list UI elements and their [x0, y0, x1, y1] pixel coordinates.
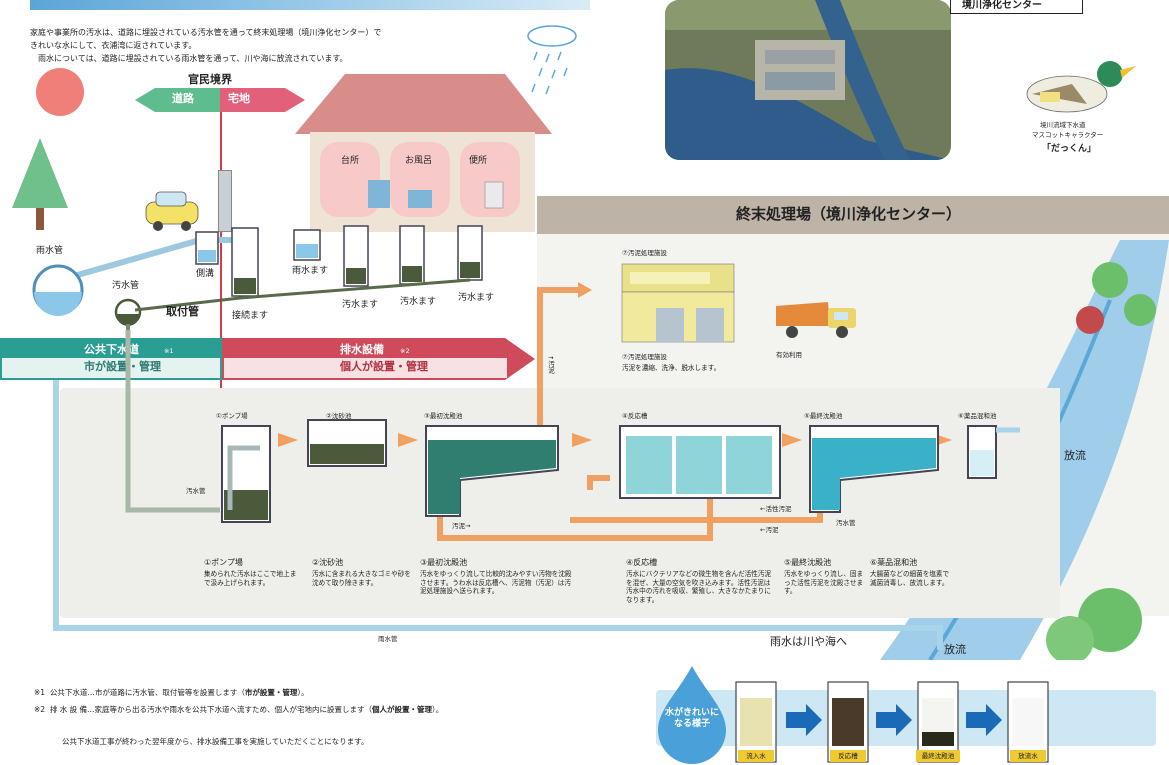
discharge-label-1: 放流 [1064, 449, 1086, 462]
intro-line-1: 家庭や事業所の汚水は、道路に埋設されている汚水管を通って終末処理場（境川浄化セン… [30, 28, 382, 37]
connection-pipe-label: 取付管 [166, 305, 199, 318]
step-title-chem: ⑥薬品混和池 [870, 558, 918, 567]
step-desc-primary: 汚水をゆっくり流して比較的沈みやすい汚物を沈殿させます。うわ水は反応槽へ、汚泥物… [420, 570, 572, 596]
sludge-facility-title: ⑦汚泥処理施設 [622, 353, 667, 361]
footnote-1-mark: ※1 [34, 688, 46, 697]
sludge-facility-desc: 汚泥を濃縮、洗浄、脱水します。 [622, 364, 721, 372]
rain-pipe-bottom-label: 雨水管 [378, 635, 398, 643]
boundary-title: 官民境界 [188, 73, 232, 86]
footnote-2-end: ）。 [432, 705, 444, 714]
intro-line-3: 雨水については、道路に埋設されている雨水管を通って、川や海に放流されています。 [38, 54, 348, 63]
plant-title: 終末処理場（境川浄化センター） [736, 205, 962, 223]
footnote-2-text: 排 水 設 備…家庭等から出る汚水や雨水を公共下水道へ流すため、個人が宅地内に設… [49, 705, 372, 714]
duck-mascot-icon [1026, 61, 1136, 113]
kitchen-label: 台所 [341, 156, 360, 166]
step-label-chem: ⑥薬品混和池 [958, 412, 997, 420]
mascot-name: 「だっくん」 [1042, 144, 1097, 154]
footnote-2-bold: 個人が設置・管理 [372, 705, 432, 714]
water-drop-text: 水がきれいになる様子 [664, 708, 719, 729]
sludge-facility-building [621, 263, 735, 343]
sewage-pipe-label: 汚水管 [112, 281, 140, 291]
water-jars [735, 681, 1049, 763]
step-label-pump: ①ポンプ場 [216, 412, 248, 420]
step-title-pump: ①ポンプ場 [204, 558, 243, 567]
sewage-basin-label-2: 汚水ます [400, 297, 437, 307]
sludge-facility-top-label: ⑦汚泥処理施設 [622, 249, 667, 257]
sewage-basin-label-1: 汚水ます [342, 300, 379, 310]
public-sewer-note: ※1 [164, 347, 174, 355]
discharge-label-2: 放流 [944, 643, 966, 656]
rain-to-river-label: 雨水は川や海へ [770, 635, 847, 648]
jar-label-inflow: 流入水 [738, 750, 774, 762]
step-label-grit: ②沈砂池 [326, 412, 352, 420]
pipe-network [32, 225, 483, 400]
footnote-1-end: ）。 [297, 688, 309, 697]
public-sewer-owner: 市が設置・管理 [84, 360, 161, 373]
plant-header-bar [537, 196, 1169, 234]
car-icon [145, 191, 199, 231]
rain-pipe-bottom [53, 380, 943, 650]
footnote-2-mark: ※2 [34, 705, 46, 714]
water-drop-icon [658, 666, 726, 764]
step-desc-final: 汚水をゆっくり流し、固まった活性汚泥を沈殿させます。 [784, 570, 864, 596]
jar-label-final: 最終沈殿池 [916, 750, 960, 762]
photo-caption: 境川浄化センター [962, 0, 1042, 11]
mascot-line-2: マスコットキャラクター [1032, 131, 1104, 139]
ownership-arrows [0, 338, 535, 380]
jar-label-discharge: 放流水 [1010, 750, 1046, 762]
boundary-line [220, 112, 222, 392]
rain-cloud-icon [527, 25, 577, 95]
tree-icon [12, 138, 68, 230]
step-label-primary: ③最初沈殿池 [424, 412, 463, 420]
connection-basin-label: 接続ます [232, 311, 269, 321]
step-label-final: ⑤最終沈殿池 [804, 412, 843, 420]
sewage-pipe-out-label: 汚水管 [836, 519, 856, 527]
step-desc-chem: 大腸菌などの細菌を塩素で滅菌消毒し、放流します。 [870, 570, 950, 587]
pump-inlet-label: 汚水管 [186, 487, 206, 495]
house-illustration [295, 74, 552, 232]
drain-facility-note: ※2 [400, 347, 410, 355]
top-banner-decoration [30, 0, 590, 10]
aerial-photo [665, 0, 951, 160]
toilet-label: 便所 [469, 156, 488, 166]
footnote-2: ※2 排 水 設 備…家庭等から出る汚水や雨水を公共下水道へ流すため、個人が宅地… [34, 705, 444, 715]
intro-line-2: きれいな水にして、衣浦湾に返されています。 [30, 41, 197, 50]
wall [218, 170, 232, 232]
dump-truck-icon [776, 302, 856, 338]
gutter-label: 側溝 [196, 269, 215, 279]
process-tanks [125, 282, 1020, 541]
activated-sludge-label: ←活性汚泥 [760, 505, 792, 513]
step-label-reactor: ④反応槽 [622, 412, 648, 420]
sun-icon [36, 68, 84, 116]
step-title-grit: ②沈砂池 [312, 558, 344, 567]
rainwater-pipe-label: 雨水管 [36, 246, 64, 256]
drain-facility-label: 排水設備 [340, 343, 384, 356]
residential-label: 宅地 [228, 92, 250, 105]
footnote-1-text: 公共下水道…市が道路に汚水管、取付管等を設置します（ [49, 688, 245, 697]
effective-use-label: 有効利用 [776, 351, 802, 359]
sewage-basin-label-3: 汚水ます [458, 293, 495, 303]
photo-caption-box [950, 0, 1083, 14]
step-title-primary: ③最初沈殿池 [420, 558, 468, 567]
bath-label: お風呂 [405, 156, 433, 166]
mascot-line-1: 境川流域下水道 [1040, 121, 1086, 129]
step-desc-grit: 汚水に含まれる大きなゴミや砂を沈めて取り除きます。 [312, 570, 411, 587]
sludge-return-label: ←汚泥 [760, 526, 779, 534]
rain-basin-label: 雨水ます [292, 266, 329, 276]
step-title-final: ⑤最終沈殿池 [784, 558, 832, 567]
drain-facility-owner: 個人が設置・管理 [340, 360, 428, 373]
step-title-reactor: ④反応槽 [626, 558, 658, 567]
public-sewer-label: 公共下水道 [84, 343, 139, 356]
footnote-3: 公共下水道工事が終わった翌年度から、排水設備工事を実施していただくことになります… [62, 737, 369, 746]
footnote-1-bold: 市が設置・管理 [244, 688, 298, 697]
footnote-1: ※1 公共下水道…市が道路に汚水管、取付管等を設置します（市が設置・管理）。 [34, 688, 309, 698]
step-desc-reactor: 汚水にバクテリアなどの微生物を含んだ活性汚泥を混ぜ、大量の空気を吹き込みます。活… [626, 570, 772, 604]
step-desc-pump: 集められた汚水はここで地上まで汲み上げられます。 [204, 570, 297, 587]
sludge-up-label: ↑汚泥 [546, 355, 555, 374]
boundary-arrows [135, 88, 305, 112]
sludge-arrow-label: 汚泥→ [452, 522, 471, 530]
jar-label-reactor: 反応槽 [830, 750, 866, 762]
road-label: 道路 [172, 92, 194, 105]
